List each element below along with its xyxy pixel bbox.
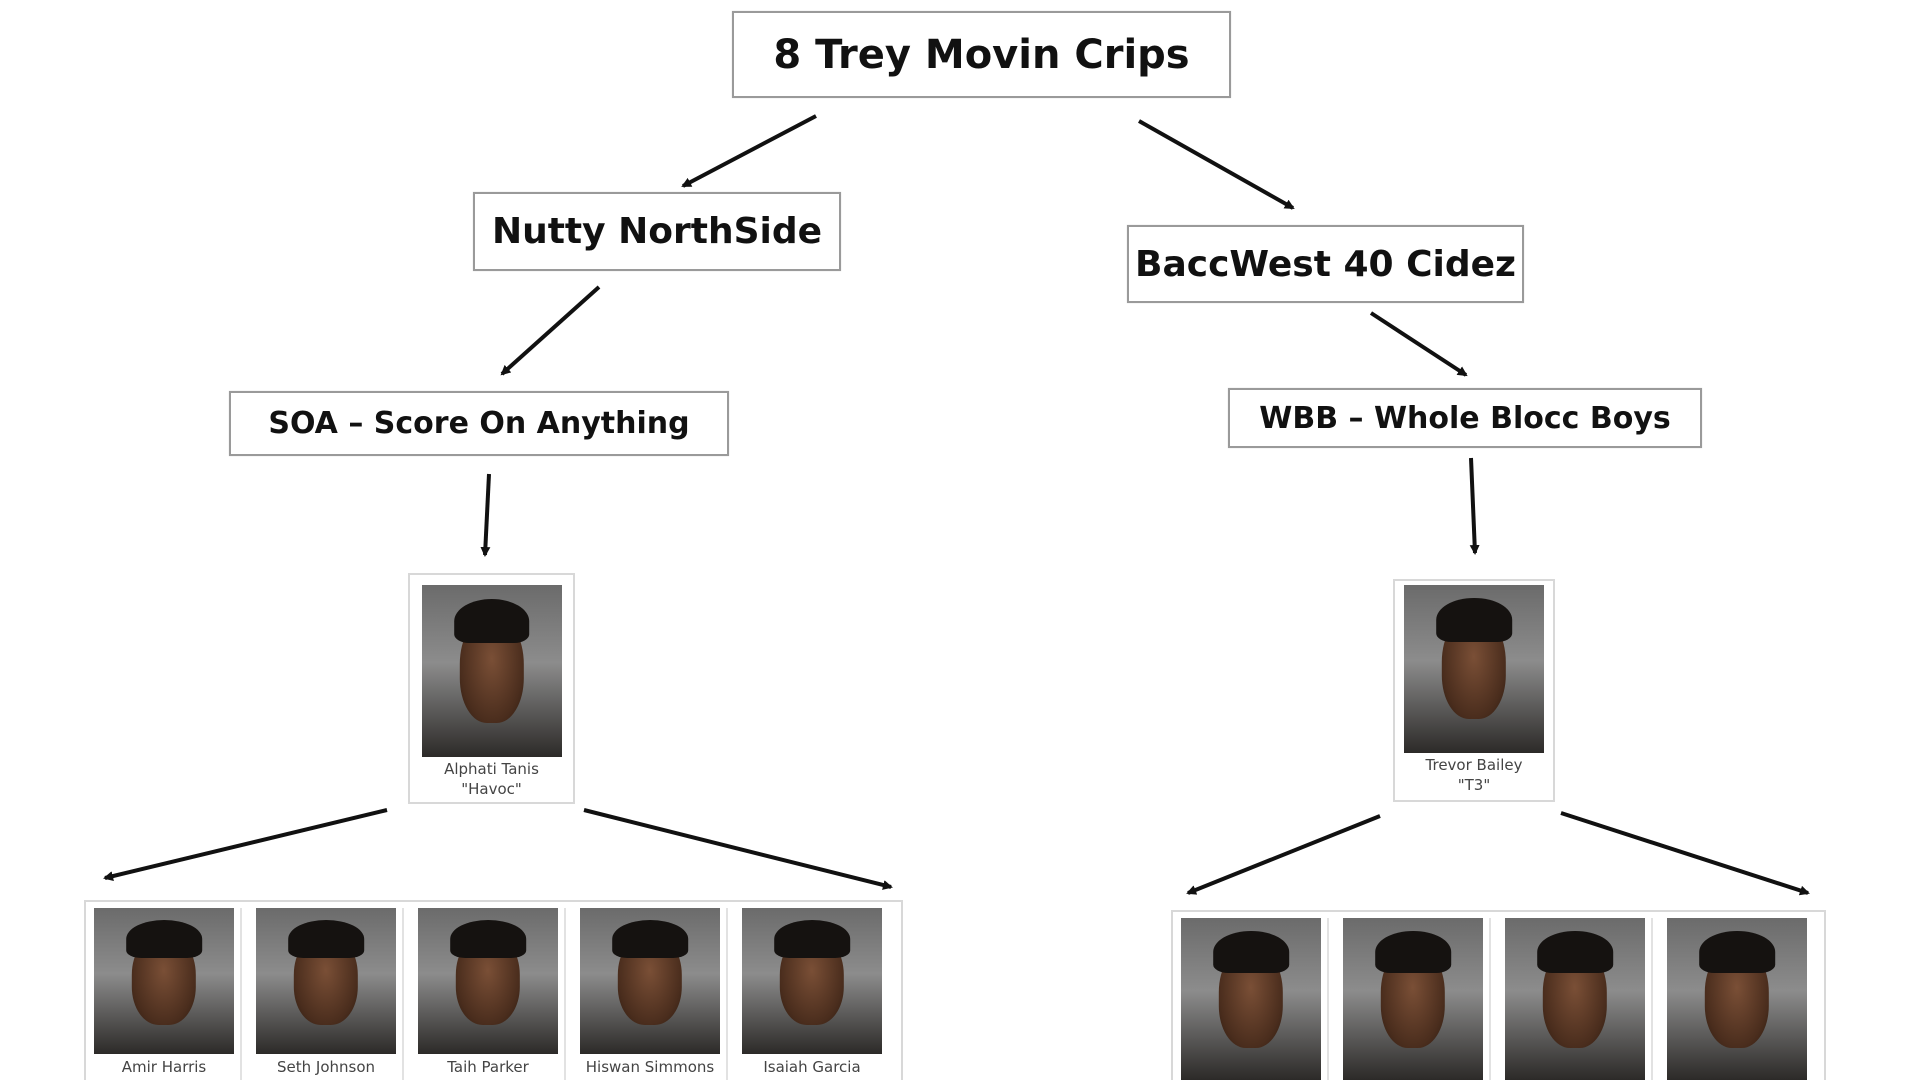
member-photo [94,908,234,1054]
member-name: Isaiah Garcia [763,1058,861,1076]
member-card: Amir Harris [94,908,242,1080]
branch-label: Nutty NorthSide [491,211,823,252]
leader-alias: "Havoc" [461,780,522,798]
members-strip-left: Amir Harris Seth Johnson Taih Parker His… [84,900,903,1080]
leader-alias: "T3" [1457,776,1491,794]
leader-photo [421,585,562,757]
member-name: Seth Johnson [276,1058,376,1076]
arrow [583,808,893,890]
leader-name: Trevor Bailey [1425,756,1523,774]
arrow [681,114,817,188]
arrow [1469,457,1480,555]
member-photo [1667,918,1807,1080]
arrow [500,285,601,376]
member-card: Hiswan Simmons [580,908,728,1080]
leader-photo [1404,585,1544,753]
member-photo [742,908,882,1054]
member-card [1667,918,1813,1080]
member-card: Taih Parker [418,908,566,1080]
subgroup-node-soa: SOA – Score On Anything [229,391,729,456]
arrow [103,808,388,881]
subgroup-label: SOA – Score On Anything [268,406,690,441]
member-card [1505,918,1653,1080]
member-card: Isaiah Garcia [742,908,888,1080]
branch-node-nutty-northside: Nutty NorthSide [473,192,841,271]
arrow [1369,311,1468,377]
member-photo [256,908,396,1054]
arrow [1560,811,1810,896]
member-photo [1505,918,1645,1080]
leader-name: Alphati Tanis [444,760,539,778]
branch-label: BaccWest 40 Cidez [1135,243,1516,285]
root-node: 8 Trey Movin Crips [732,11,1231,98]
leader-card-left: Alphati Tanis "Havoc" [408,573,575,804]
member-card [1343,918,1491,1080]
arrow [1186,814,1381,895]
member-card: Seth Johnson [256,908,404,1080]
branch-node-baccwest: BaccWest 40 Cidez [1127,225,1524,303]
member-photo [1343,918,1483,1080]
member-name: Hiswan Simmons [585,1058,715,1076]
root-label: 8 Trey Movin Crips [773,31,1190,78]
member-photo [418,908,558,1054]
subgroup-label: WBB – Whole Blocc Boys [1259,400,1671,436]
member-photo [1181,918,1321,1080]
members-strip-right [1171,910,1826,1080]
arrow [1138,119,1295,210]
member-name: Amir Harris [121,1058,207,1076]
member-name: Taih Parker [447,1058,529,1076]
member-card [1181,918,1329,1080]
member-photo [580,908,720,1054]
leader-card-right: Trevor Bailey "T3" [1393,579,1555,802]
subgroup-node-wbb: WBB – Whole Blocc Boys [1228,388,1702,448]
arrow [480,473,491,557]
